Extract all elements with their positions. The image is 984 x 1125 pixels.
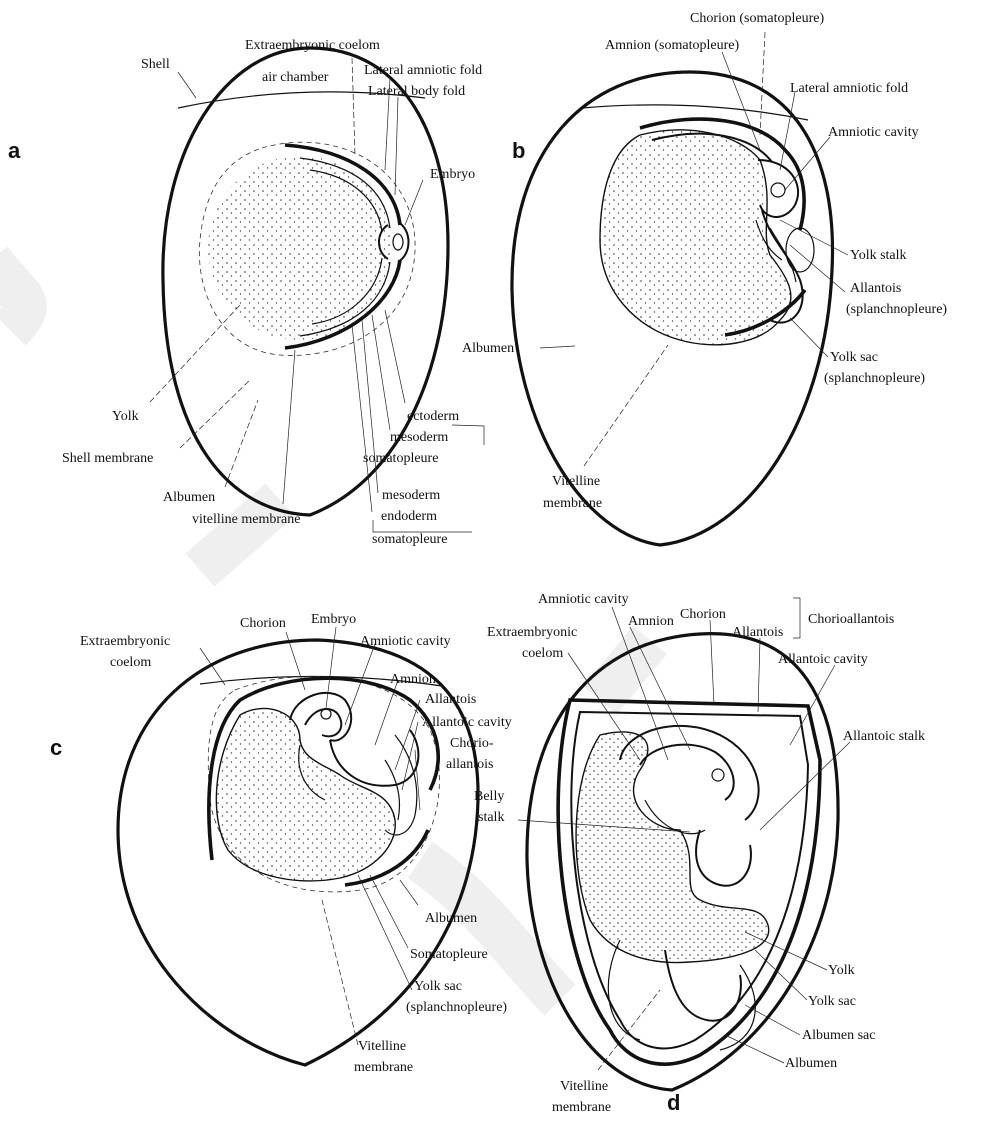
label-yolk-sac-b2: (splanchnopleure) <box>824 371 925 386</box>
label-vitelline-membrane: vitelline membrane <box>192 512 300 527</box>
panel-c-letter: c <box>50 735 62 760</box>
label-shell: Shell <box>141 57 170 72</box>
label-allantoic-stalk-d: Allantoic stalk <box>843 729 925 744</box>
label-yolk: Yolk <box>112 409 139 424</box>
label-albumen-c: Albumen <box>425 911 477 926</box>
label-amnion-b: Amnion (somatopleure) <box>605 38 739 53</box>
label-albumen-sac-d: Albumen sac <box>802 1028 875 1043</box>
label-mesoderm-a2: mesoderm <box>382 488 440 503</box>
label-yolk-sac-c1: Yolk sac <box>414 979 462 994</box>
label-vitelline-c2: membrane <box>354 1060 413 1075</box>
label-chorion-c: Chorion <box>240 616 286 631</box>
label-extraembryonic-coelom: Extraembryonic coelom <box>245 38 380 53</box>
panel-b-letter: b <box>512 138 525 163</box>
panel-d-yolk <box>576 732 769 963</box>
label-lateral-body-fold: Lateral body fold <box>368 84 465 99</box>
label-allantois-c: Allantois <box>425 692 476 707</box>
label-vitelline-d2: membrane <box>552 1100 611 1115</box>
label-yolk-sac-b1: Yolk sac <box>830 350 878 365</box>
label-yolk-sac-c2: (splanchnopleure) <box>406 1000 507 1015</box>
label-albumen: Albumen <box>163 490 215 505</box>
panel-a-letter: a <box>8 138 21 163</box>
label-allantoic-cavity-d: Allantoic cavity <box>778 652 868 667</box>
label-lateral-amniotic-fold: Lateral amniotic fold <box>364 63 482 78</box>
label-air-chamber: air chamber <box>262 70 329 85</box>
label-vitelline-d1: Vitelline <box>560 1079 608 1094</box>
label-lateral-amniotic-fold-b: Lateral amniotic fold <box>790 81 908 96</box>
label-endoderm: endoderm <box>381 509 437 524</box>
label-amniotic-cavity-b: Amniotic cavity <box>828 125 919 140</box>
label-embryo-c: Embryo <box>311 612 356 627</box>
label-shell-membrane: Shell membrane <box>62 451 153 466</box>
label-allantois-b2: (splanchnopleure) <box>846 302 947 317</box>
panel-a-yolk <box>208 156 392 340</box>
label-belly-stalk-d2: stalk <box>478 810 504 825</box>
panel-b: b Chorion (somatopleure) <box>462 11 947 545</box>
label-mesoderm-a1: mesoderm <box>390 430 448 445</box>
panel-d-letter: d <box>667 1090 680 1115</box>
label-extraembryonic-c2: coelom <box>110 655 151 670</box>
label-ectoderm: ectoderm <box>407 409 459 424</box>
label-extraembryonic-c1: Extraembryonic <box>80 634 170 649</box>
panel-d: d <box>474 592 925 1115</box>
label-allantoic-cavity-c: Allantoic cavity <box>422 715 512 730</box>
label-extraembryonic-d1: Extraembryonic <box>487 625 577 640</box>
label-chorion-d: Chorion <box>680 607 726 622</box>
label-yolk-stalk-b: Yolk stalk <box>850 248 907 263</box>
panel-c-yolk <box>216 708 395 880</box>
label-albumen-b: Albumen <box>462 341 514 356</box>
label-extraembryonic-d2: coelom <box>522 646 563 661</box>
label-somatopleure-a2: somatopleure <box>372 532 447 547</box>
label-yolk-d: Yolk <box>828 963 855 978</box>
label-chorioallantois-c2: allantois <box>446 757 493 772</box>
label-vitelline-b1: Vitelline <box>552 474 600 489</box>
panel-c: c <box>50 612 512 1075</box>
label-amnion-d: Amnion <box>628 614 674 629</box>
label-somatopleure-a1: somatopleure <box>363 451 438 466</box>
label-chorioallantois-d: Chorioallantois <box>808 612 894 627</box>
label-embryo: Embryo <box>430 167 475 182</box>
label-amniotic-cavity-d: Amniotic cavity <box>538 592 629 607</box>
label-somatopleure-c: Somatopleure <box>410 947 488 962</box>
label-belly-stalk-d1: Belly <box>474 789 504 804</box>
label-albumen-d: Albumen <box>785 1056 837 1071</box>
label-amniotic-cavity-c: Amniotic cavity <box>360 634 451 649</box>
label-allantois-d: Allantois <box>732 625 783 640</box>
label-chorion-b: Chorion (somatopleure) <box>690 11 824 26</box>
label-vitelline-c1: Vitelline <box>358 1039 406 1054</box>
panel-a: a <box>8 38 484 547</box>
label-yolk-sac-d: Yolk sac <box>808 994 856 1009</box>
label-allantois-b1: Allantois <box>850 281 901 296</box>
label-amnion-c: Amnion <box>390 672 436 687</box>
label-chorioallantois-c1: Chorio- <box>450 736 494 751</box>
label-vitelline-b2: membrane <box>543 496 602 511</box>
